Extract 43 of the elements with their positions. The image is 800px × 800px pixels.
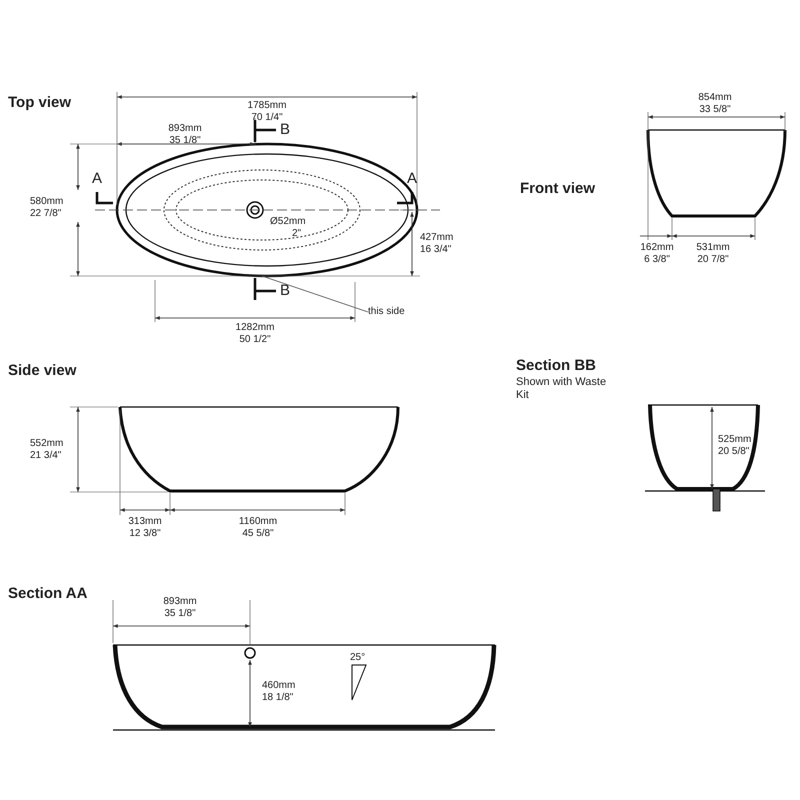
view-title: Side view [8, 362, 76, 380]
dimension-label: 20 7/8" [697, 254, 729, 266]
dimension-label: 893mm [168, 123, 202, 135]
note-label: this side [368, 306, 405, 318]
note: Shown with Waste Kit [516, 376, 608, 402]
dimension-label: 35 1/8" [164, 608, 196, 620]
dimension-label: 16 3/4" [420, 244, 452, 256]
section-letter: B [280, 282, 290, 300]
dimension-label: 18 1/8" [262, 692, 294, 704]
dimension-label: 552mm [30, 438, 64, 450]
dimension-label: 70 1/4" [251, 112, 283, 124]
dimension-label: 33 5/8" [699, 104, 731, 116]
view-title: Section AA [8, 585, 88, 603]
section-letter: B [280, 121, 290, 139]
dimension-label: Ø52mm [270, 216, 306, 228]
dimension-label: 162mm [640, 242, 674, 254]
dimension-label: 2" [292, 228, 302, 240]
angle-label: 25° [350, 652, 366, 664]
dimension-label: 21 3/4" [30, 450, 62, 462]
dimension-label: 35 1/8" [169, 135, 201, 147]
dimension-label: 12 3/8" [129, 528, 161, 540]
dimension-label: 460mm [262, 680, 296, 692]
view-title: Top view [8, 94, 72, 112]
dimension-label: 531mm [696, 242, 730, 254]
dimension-label: 1160mm [238, 516, 278, 528]
dimension-label: 893mm [163, 596, 197, 608]
dimension-label: 525mm [718, 434, 752, 446]
dimension-label: 313mm [128, 516, 162, 528]
dimension-label: 6 3/8" [644, 254, 670, 266]
dimension-label: 427mm [420, 232, 454, 244]
section-letter: A [407, 170, 417, 188]
dimension-label: 50 1/2" [239, 334, 271, 346]
dimension-label: 45 5/8" [242, 528, 274, 540]
view-title: Front view [520, 180, 596, 198]
view-title: Section BB [516, 357, 596, 375]
dimension-label: 1785mm [248, 100, 286, 112]
dimension-label: 854mm [698, 92, 732, 104]
dimension-label: 1282mm [236, 322, 274, 334]
section-letter: A [92, 170, 102, 188]
dimension-label: 580mm [30, 196, 64, 208]
dimension-label: 20 5/8" [718, 446, 750, 458]
dimension-label: 22 7/8" [30, 208, 62, 220]
leader-line [262, 276, 368, 312]
